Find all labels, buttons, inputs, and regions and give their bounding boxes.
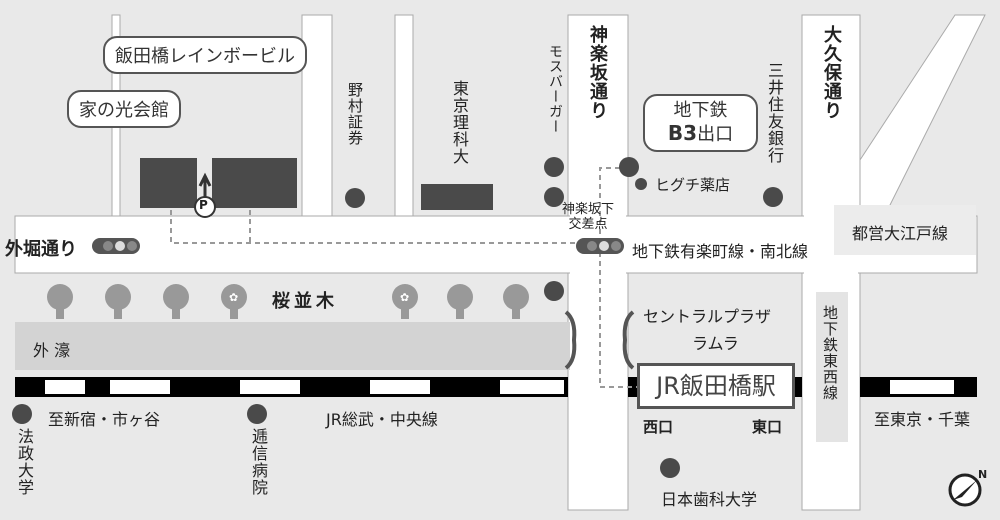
jr-iidabashi-station: JR飯田橋駅: [637, 363, 795, 409]
label-jr-line: JR総武・中央線: [326, 410, 438, 429]
mos-dot-2: [544, 187, 564, 207]
road-nomura: [301, 14, 333, 221]
building-rainbow: [212, 158, 297, 208]
label-to-tokyo: 至東京・千葉: [874, 410, 971, 429]
dental-dot: [660, 458, 680, 478]
traffic-light-kagurazaka: [576, 238, 624, 254]
label-mitsui: 三井住友銀行: [765, 62, 784, 164]
svg-text:✿: ✿: [229, 291, 238, 304]
callout-ienohikari: 家の光会館: [67, 90, 181, 128]
exit-code: B3: [667, 121, 698, 145]
label-central-plaza: セントラルプラザ: [643, 307, 772, 326]
label-kagurazakashita-intersection: 神楽坂下 交差点: [562, 202, 615, 232]
oedo-label-bg: [834, 205, 976, 255]
road-diagonal: [859, 14, 986, 216]
label-teishin: 逓信病院: [249, 428, 268, 496]
parking-icon: [194, 172, 216, 218]
compass-north-label: N: [978, 468, 988, 481]
sakura-dot: [544, 281, 564, 301]
label-east-exit: 東口: [752, 418, 783, 436]
callout-exit-b3: 地下鉄 B3出口: [643, 94, 758, 152]
label-nihon-dental: 日本歯科大学: [661, 490, 758, 509]
label-higuchi: ヒグチ薬店: [655, 176, 731, 194]
cherry-trees: ✿ ✿: [47, 284, 529, 319]
exit-word: 出口: [697, 124, 734, 145]
teishin-dot: [247, 404, 267, 424]
mos-dot-1: [544, 157, 564, 177]
tozai-label-bg: [816, 292, 848, 442]
parking-label: P: [199, 198, 208, 212]
label-sakura-namiki: 桜並木: [272, 291, 338, 312]
svg-text:✿: ✿: [400, 291, 409, 304]
label-nomura: 野村証券: [346, 82, 364, 146]
label-hosei: 法政大学: [15, 428, 34, 496]
label-to-shinjuku: 至新宿・市ヶ谷: [48, 410, 161, 429]
moat: [15, 322, 570, 370]
label-tozai-line: 地下鉄東西線: [821, 305, 839, 401]
walking-route: [170, 167, 637, 388]
label-ramla: ラムラ: [692, 334, 739, 353]
label-sotobori-dori: 外堀通り: [5, 239, 77, 260]
label-kagurazaka-dori: 神楽坂通り: [587, 25, 608, 120]
higuchi-dot: [635, 178, 647, 190]
label-okubo-dori: 大久保通り: [821, 25, 842, 120]
label-mos: モスバーガー: [547, 44, 563, 134]
road-rika: [394, 14, 414, 221]
building-tokyo-rika: [421, 184, 493, 210]
exit-line1: 地下鉄: [673, 100, 728, 121]
label-west-exit: 西口: [643, 418, 674, 436]
traffic-light-sotobori: [92, 238, 140, 254]
nomura-dot: [345, 188, 365, 208]
label-moat: 外 濠: [33, 341, 71, 360]
building-ienohikari: [140, 158, 197, 208]
label-tokyo-rika: 東京理科大: [450, 80, 469, 165]
exit-b3-dot: [619, 157, 639, 177]
mitsui-dot: [763, 187, 783, 207]
compass-icon: [948, 473, 982, 507]
label-oedo-line: 都営大江戸線: [852, 224, 949, 243]
hosei-dot: [12, 404, 32, 424]
label-yurakucho-line: 地下鉄有楽町線・南北線: [632, 242, 809, 261]
callout-rainbow-building: 飯田橋レインボービル: [103, 36, 307, 74]
